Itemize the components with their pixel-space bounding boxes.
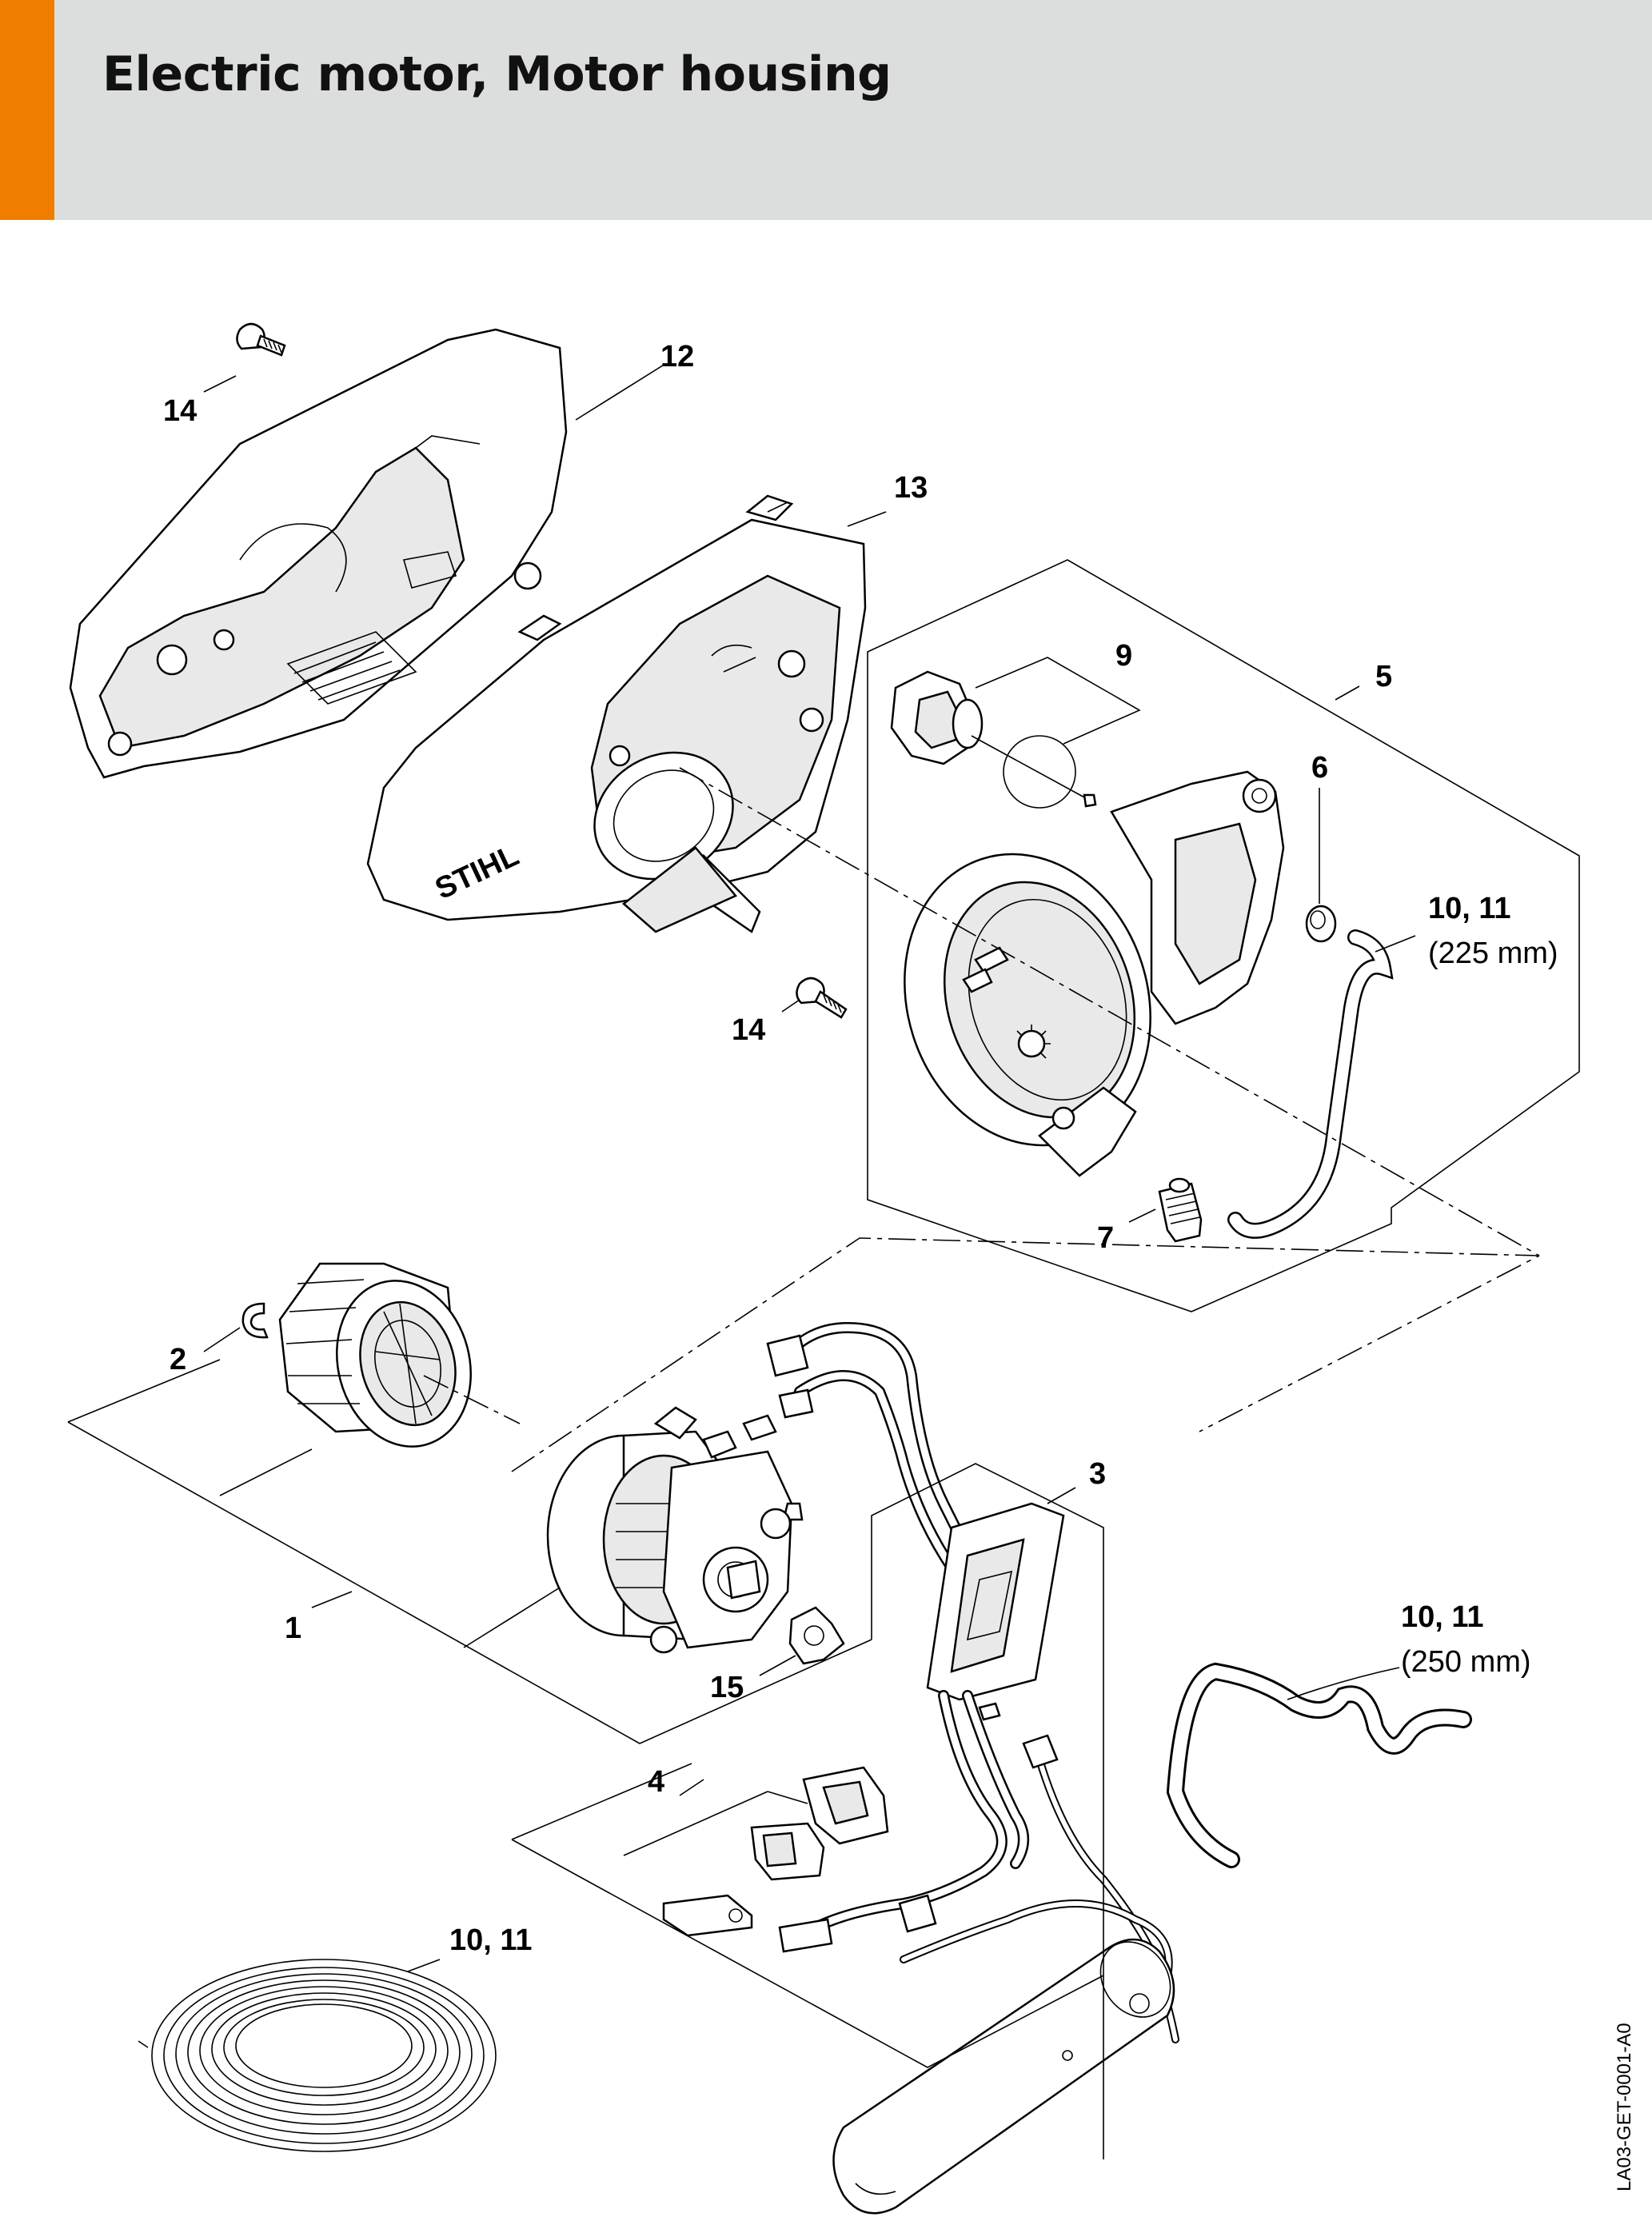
callout-14-mid: 14 (732, 1013, 765, 1047)
part-14-screw-top (236, 322, 286, 357)
assembly-frame-1 (67, 1359, 872, 1744)
axis-line-fan (423, 1375, 521, 1424)
part-7-pin (1158, 1177, 1203, 1243)
page-title: Electric motor, Motor housing (102, 46, 892, 102)
callout-10-11-a-length: (225 mm) (1428, 937, 1558, 970)
part-2-circlip (241, 1302, 269, 1339)
callout-6: 6 (1311, 751, 1328, 785)
callout-10-11-b: 10, 11 (1401, 1600, 1484, 1634)
reference-code: LA03-GET-0001-A0 (1614, 2023, 1635, 2191)
assembly-frame-4 (511, 1763, 1104, 2068)
callout-5: 5 (1375, 660, 1392, 693)
frame-bracket-9 (975, 657, 1141, 745)
part-1-motor (546, 1406, 804, 1654)
part-13-motor-housing: STIHL (366, 494, 867, 933)
callout-15: 15 (710, 1671, 744, 1704)
part-14-screw-mid (796, 977, 848, 1019)
part-15-knob (788, 1606, 845, 1665)
callout-9: 9 (1115, 639, 1132, 673)
part-10-11-cable-coil (138, 1959, 497, 2152)
part-3-controller (778, 1502, 1179, 2215)
axis-line-motor (511, 1237, 1540, 1472)
callout-10-11-b-length: (250 mm) (1401, 1645, 1531, 1679)
callout-labels: 12 14 13 9 5 6 10, 11 (225 mm) 14 7 2 3 … (163, 340, 1558, 1957)
callout-7: 7 (1097, 1221, 1114, 1255)
part-2-fan-wheel (278, 1262, 472, 1448)
part-4-electronics (662, 1766, 889, 1937)
part-6-grommet (1305, 905, 1337, 943)
motor-wiring (766, 1321, 981, 1573)
callout-14-top: 14 (163, 394, 197, 428)
part-10-11-cable-225 (1227, 929, 1394, 1239)
callout-10-11-c: 10, 11 (449, 1923, 533, 1957)
callout-3: 3 (1089, 1457, 1106, 1491)
callout-1: 1 (285, 1612, 301, 1645)
axis-line-housing (679, 767, 1540, 1256)
callout-13: 13 (894, 471, 928, 505)
callout-leaders (203, 363, 1416, 1972)
callout-10-11-a: 10, 11 (1428, 892, 1511, 925)
part-12-housing-cover (69, 328, 568, 779)
callout-2: 2 (170, 1343, 186, 1376)
callout-12: 12 (660, 340, 694, 373)
header-bar (0, 0, 1652, 220)
part-10-11-cable-250 (1166, 1662, 1472, 1868)
accent-stripe (0, 0, 54, 220)
assembly-frame-5 (867, 559, 1580, 1312)
assembly-frame-3 (871, 1463, 1104, 2159)
part-5-fan-housing (904, 770, 1285, 1177)
part-9-switch (890, 670, 1097, 809)
callout-4: 4 (648, 1765, 664, 1799)
